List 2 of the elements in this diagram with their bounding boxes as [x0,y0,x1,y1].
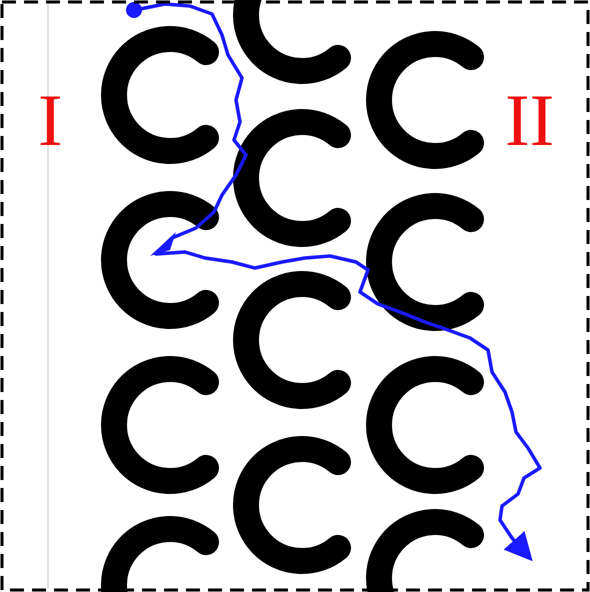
region-label: I [38,84,63,158]
region-label: II [505,84,554,158]
